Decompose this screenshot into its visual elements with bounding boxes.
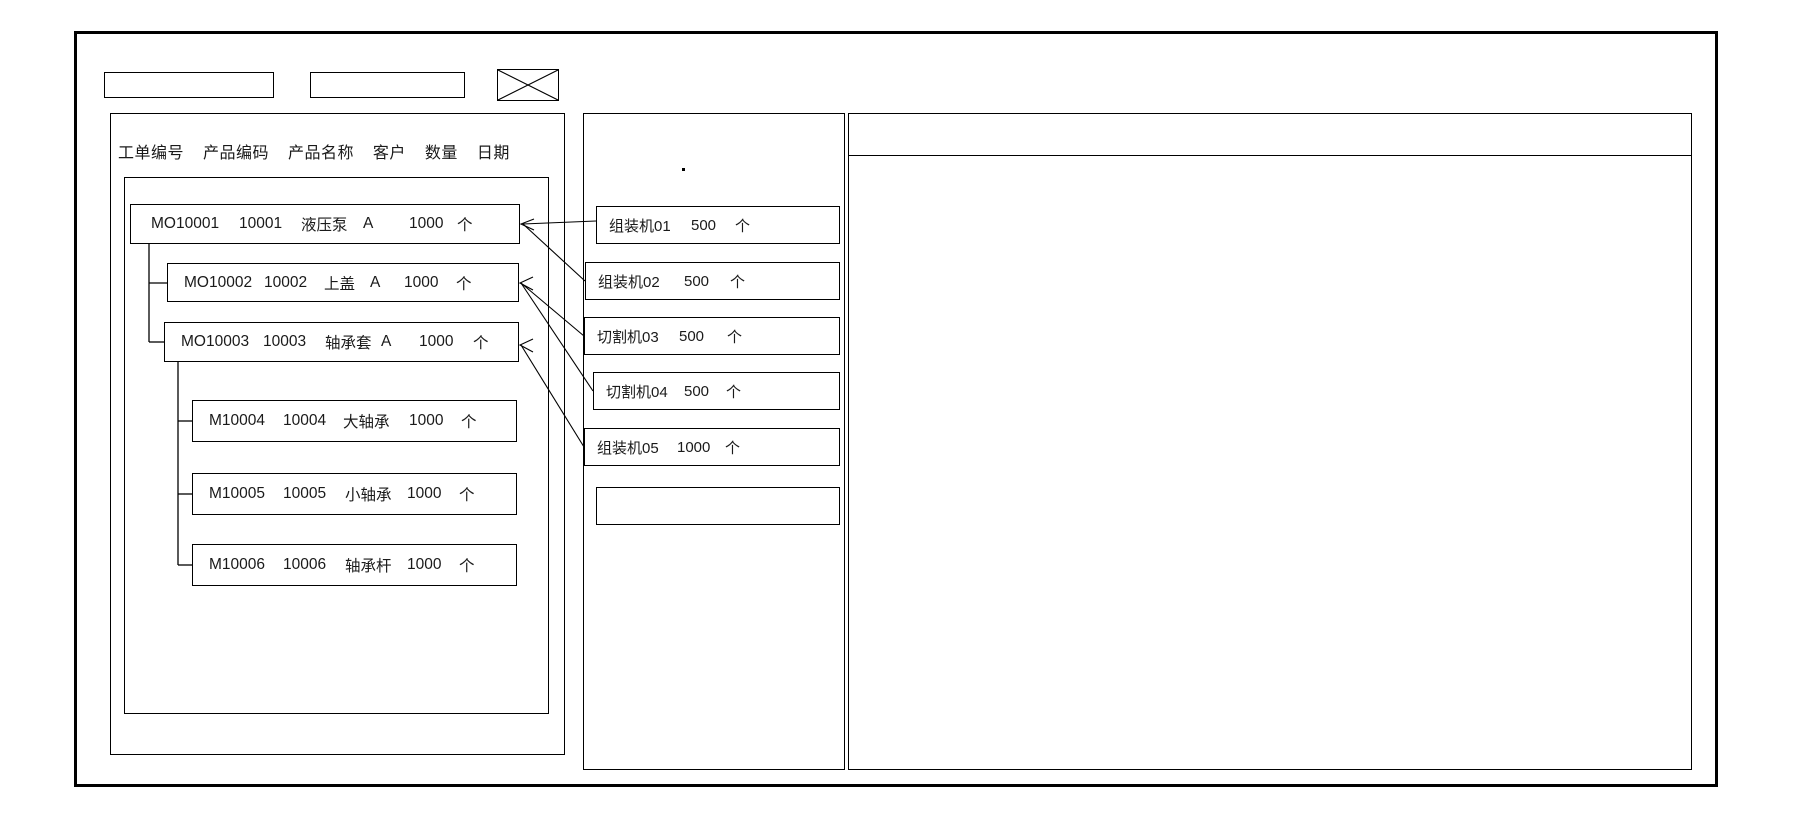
machine-qty: 500 — [691, 216, 717, 234]
tree-row-order-no: MO10003 — [181, 333, 250, 350]
column-header-order-no: 工单编号 — [118, 145, 185, 162]
machine-qty: 500 — [684, 272, 710, 290]
tree-row[interactable]: MO10001 10001 液压泵 A 1000 个 — [130, 204, 520, 244]
tree-row-unit: 个 — [461, 414, 477, 431]
panel-marker-dot — [682, 168, 685, 171]
tree-row-qty: 1000 — [409, 412, 444, 429]
machine-name: 组装机01 — [609, 217, 671, 235]
tree-row-customer: A — [370, 273, 381, 291]
tree-row-order-no: M10005 — [209, 485, 266, 502]
tree-row-customer: A — [381, 333, 392, 350]
tree-row-product-name: 大轴承 — [343, 414, 390, 431]
toolbar-field-1[interactable] — [104, 72, 274, 98]
machine-list-item[interactable]: 切割机04 500 个 — [593, 372, 840, 410]
tree-row-unit: 个 — [456, 275, 472, 293]
tree-row-qty: 1000 — [407, 485, 442, 502]
tree-row-unit: 个 — [459, 558, 475, 575]
machine-unit: 个 — [730, 273, 746, 291]
machine-name: 组装机05 — [597, 439, 659, 457]
machine-list-item[interactable]: 组装机05 1000 个 — [584, 428, 840, 466]
tree-row[interactable]: MO10003 10003 轴承套 A 1000 个 — [164, 322, 519, 362]
tree-row[interactable]: M10005 10005 小轴承 1000 个 — [192, 473, 517, 515]
column-header-product-code: 产品编码 — [202, 145, 269, 162]
tree-row-product-name: 上盖 — [324, 275, 356, 293]
tree-row-product-code: 10002 — [264, 273, 308, 291]
close-x-icon[interactable] — [497, 69, 559, 101]
tree-row-order-no: M10006 — [209, 556, 266, 573]
tree-row-unit: 个 — [459, 487, 475, 504]
machine-qty: 500 — [684, 382, 710, 400]
machine-qty: 500 — [679, 327, 705, 345]
machine-qty: 1000 — [677, 438, 711, 456]
tree-row-qty: 1000 — [409, 215, 444, 232]
tree-row-product-name: 轴承杆 — [345, 558, 392, 575]
tree-row-qty: 1000 — [419, 333, 454, 350]
tree-row-order-no: M10004 — [209, 412, 266, 429]
toolbar-field-2[interactable] — [310, 72, 465, 98]
detail-panel — [848, 113, 1692, 770]
tree-row-product-code: 10004 — [283, 412, 327, 429]
tree-row-qty: 1000 — [404, 273, 439, 291]
tree-row-unit: 个 — [473, 335, 489, 352]
tree-row-order-no: MO10002 — [184, 273, 253, 291]
machine-name: 切割机04 — [606, 383, 668, 401]
machine-list-item-empty[interactable] — [596, 487, 840, 525]
machine-list-item[interactable]: 组装机01 500 个 — [596, 206, 840, 244]
tree-row-product-name: 轴承套 — [325, 335, 372, 352]
tree-row-qty: 1000 — [407, 556, 442, 573]
column-header-product-name: 产品名称 — [287, 145, 354, 162]
machine-list-item[interactable]: 切割机03 500 个 — [584, 317, 840, 355]
machine-list-item[interactable]: 组装机02 500 个 — [585, 262, 840, 300]
machine-unit: 个 — [725, 439, 741, 457]
column-header-qty: 数量 — [424, 145, 458, 162]
machine-unit: 个 — [735, 217, 751, 235]
tree-row-product-code: 10003 — [263, 333, 307, 350]
tree-row-product-code: 10001 — [239, 215, 283, 232]
tree-row-customer: A — [363, 215, 374, 232]
machine-unit: 个 — [727, 328, 743, 346]
tree-row[interactable]: M10006 10006 轴承杆 1000 个 — [192, 544, 517, 586]
machine-name: 切割机03 — [597, 328, 659, 346]
tree-row[interactable]: M10004 10004 大轴承 1000 个 — [192, 400, 517, 442]
column-header-row: 工单编号 产品编码 产品名称 客户 数量 日期 — [118, 141, 558, 167]
tree-row-product-name: 液压泵 — [301, 217, 348, 234]
detail-panel-header-divider — [849, 155, 1691, 156]
tree-row-product-name: 小轴承 — [345, 487, 392, 504]
tree-row-order-no: MO10001 — [151, 215, 220, 232]
tree-row-product-code: 10005 — [283, 485, 327, 502]
work-order-tree-container — [124, 177, 549, 714]
machine-name: 组装机02 — [598, 273, 660, 291]
column-header-customer: 客户 — [372, 145, 406, 162]
tree-row-unit: 个 — [457, 217, 473, 234]
machine-unit: 个 — [726, 383, 742, 401]
tree-row-product-code: 10006 — [283, 556, 327, 573]
tree-row[interactable]: MO10002 10002 上盖 A 1000 个 — [167, 263, 519, 302]
column-header-date: 日期 — [476, 145, 510, 162]
